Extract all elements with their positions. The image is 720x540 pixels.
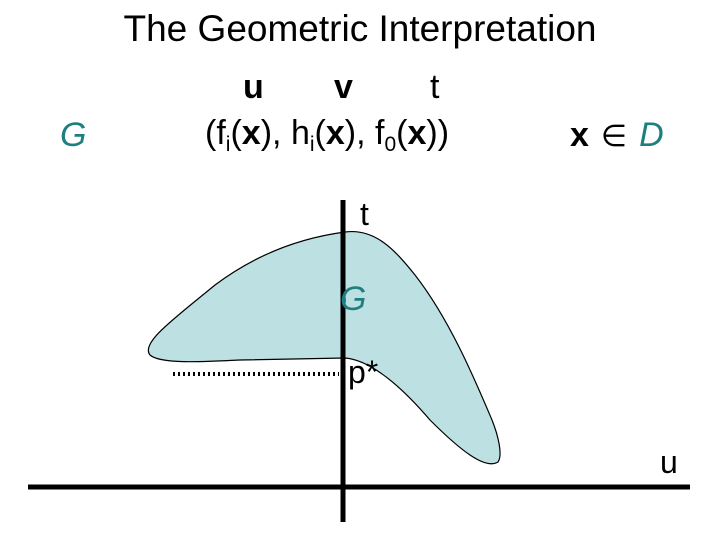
region-g-shape xyxy=(147,230,501,465)
tuple-close: ) xyxy=(437,114,450,152)
domain-x-symbol: x xyxy=(570,116,589,154)
paren-close-3: ) xyxy=(426,114,438,152)
f-symbol: f xyxy=(216,114,226,152)
x-symbol-1: x xyxy=(241,114,261,152)
paren-open-1: ( xyxy=(230,114,242,152)
x-symbol-2: x xyxy=(325,114,345,152)
h-symbol: h xyxy=(290,114,310,152)
separator-2: , xyxy=(356,114,376,152)
domain-expression: x ∈ D xyxy=(570,118,664,152)
f0-symbol: f xyxy=(375,114,385,152)
tuple-open: ( xyxy=(205,114,217,152)
region-g-label: G xyxy=(340,280,367,318)
h-subscript: i xyxy=(309,133,315,156)
paren-open-3: ( xyxy=(396,114,408,152)
f-subscript: i xyxy=(225,133,231,156)
element-of-symbol: ∈ xyxy=(600,120,628,153)
paren-close-2: ) xyxy=(344,114,357,152)
x-symbol-3: x xyxy=(407,114,427,152)
t-variable-label: t xyxy=(430,68,440,106)
page-title: The Geometric Interpretation xyxy=(123,8,597,49)
separator-1: , xyxy=(272,114,291,152)
t-axis-label: t xyxy=(360,196,369,232)
tuple-expression: (fi(x), hi(x), f0(x)) xyxy=(205,114,450,155)
paren-open-2: ( xyxy=(314,114,326,152)
paren-close-1: ) xyxy=(260,114,273,152)
domain-d-symbol: D xyxy=(639,116,664,154)
u-axis-label: u xyxy=(660,444,678,480)
f0-subscript: 0 xyxy=(384,133,397,156)
u-variable-label: u xyxy=(243,68,264,106)
v-variable-label: v xyxy=(334,68,353,106)
set-g-label: G xyxy=(60,116,87,154)
p-star-label: p* xyxy=(348,354,379,390)
